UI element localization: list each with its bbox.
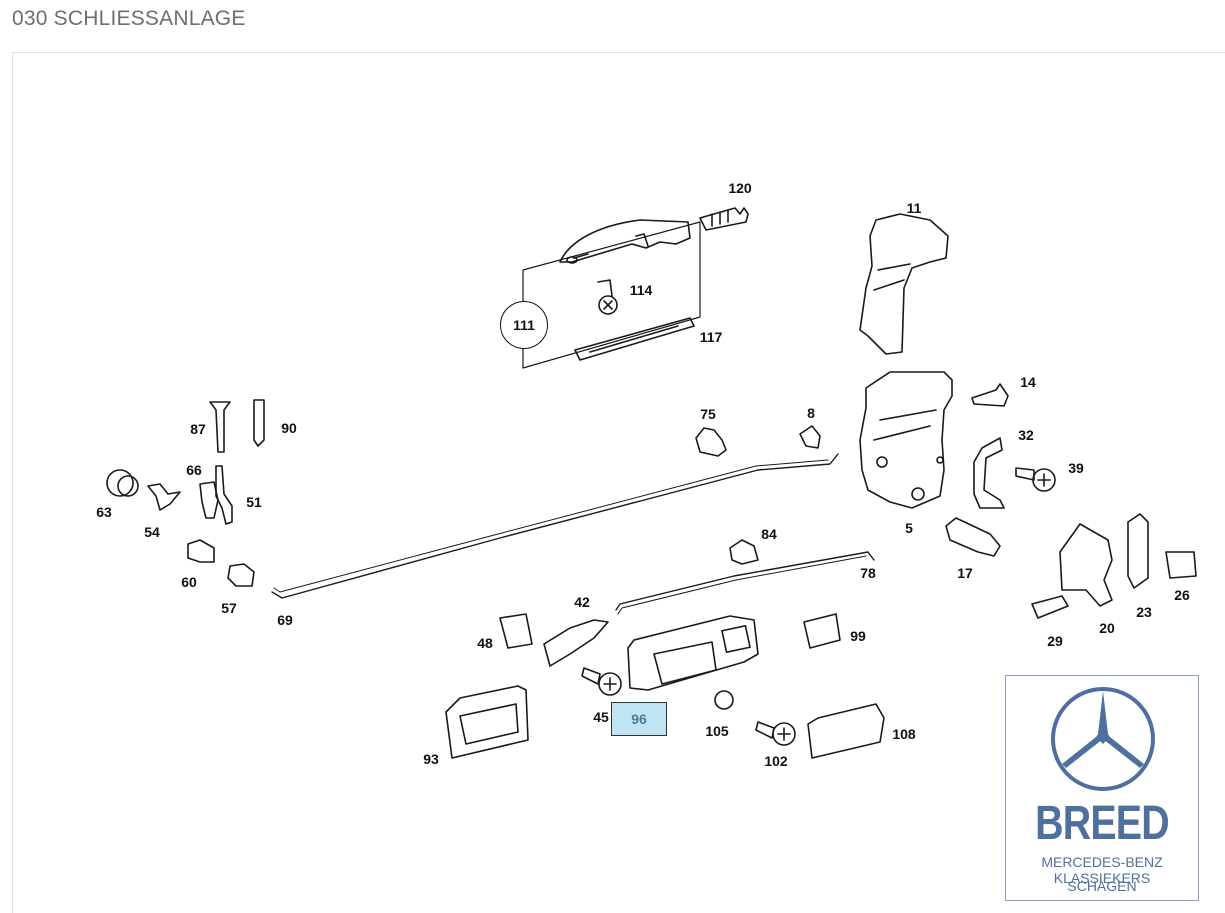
lever-51 (215, 465, 233, 525)
knob-63 (106, 469, 139, 497)
part-label-63[interactable]: 63 (96, 504, 112, 520)
part-label-96-selected[interactable]: 96 (611, 702, 667, 736)
bracket-20 (1059, 523, 1113, 607)
pin-90 (253, 399, 265, 447)
part-57 (227, 563, 255, 587)
diagram-panel (12, 52, 1225, 913)
part-label-93[interactable]: 93 (423, 751, 439, 767)
part-label-29[interactable]: 29 (1047, 633, 1063, 649)
part-label-120[interactable]: 120 (728, 180, 752, 196)
part-label-45[interactable]: 45 (593, 709, 609, 725)
part-label-84[interactable]: 84 (761, 526, 777, 542)
part-label-60[interactable]: 60 (181, 574, 197, 590)
part-42 (543, 619, 609, 667)
part-label-114[interactable]: 114 (629, 282, 653, 298)
part-label-48[interactable]: 48 (477, 635, 493, 651)
part-label-5[interactable]: 5 (905, 520, 913, 536)
part-label-20[interactable]: 20 (1099, 620, 1115, 636)
rod-69 (271, 453, 839, 599)
part-label-17[interactable]: 17 (957, 565, 973, 581)
clip-84 (729, 539, 759, 565)
door-lock (859, 371, 953, 509)
logo-brand: BREED (1035, 797, 1170, 850)
part-label-117[interactable]: 117 (699, 329, 723, 345)
handle-108 (807, 703, 885, 759)
part-label-14[interactable]: 14 (1020, 374, 1036, 390)
plate-23 (1127, 513, 1149, 589)
clip-75 (695, 427, 727, 457)
lever-54 (147, 483, 181, 511)
screw-14 (971, 383, 1009, 407)
part-label-90[interactable]: 90 (281, 420, 297, 436)
part-48 (499, 613, 533, 649)
dealer-logo: BREED MERCEDES-BENZ KLASSIEKERS SCHAGEN (1005, 675, 1199, 901)
part-label-75[interactable]: 75 (700, 406, 716, 422)
part-label-11[interactable]: 11 (906, 200, 922, 216)
lever-66 (199, 481, 219, 519)
part-label-26[interactable]: 26 (1174, 587, 1190, 603)
screw-39 (1015, 467, 1056, 492)
part-label-39[interactable]: 39 (1068, 460, 1084, 476)
callout-111[interactable]: 111 (500, 301, 548, 349)
clip-8 (799, 425, 821, 449)
escutcheon-93 (445, 685, 529, 759)
part-label-8[interactable]: 8 (807, 405, 815, 421)
part-label-108[interactable]: 108 (892, 726, 916, 742)
part-label-23[interactable]: 23 (1136, 604, 1152, 620)
logo-location: SCHAGEN (1067, 878, 1137, 894)
rod-78 (615, 551, 875, 611)
part-17 (945, 517, 1001, 557)
bracket-32 (973, 437, 1005, 509)
part-label-32[interactable]: 32 (1018, 427, 1034, 443)
screw-45 (581, 667, 622, 696)
part-99 (803, 613, 841, 649)
pin-87 (209, 401, 231, 453)
logo-subtitle: MERCEDES-BENZ KLASSIEKERS (1041, 854, 1163, 886)
washer-105 (714, 690, 734, 710)
part-label-57[interactable]: 57 (221, 600, 237, 616)
part-label-66[interactable]: 66 (186, 462, 202, 478)
three-pointed-star-icon (1051, 687, 1155, 791)
screw-29 (1031, 595, 1069, 619)
part-label-42[interactable]: 42 (574, 594, 590, 610)
part-60 (187, 539, 215, 563)
part-label-105[interactable]: 105 (705, 723, 729, 739)
part-label-102[interactable]: 102 (764, 753, 788, 769)
part-label-54[interactable]: 54 (144, 524, 160, 540)
page-title: 030 SCHLIESSANLAGE (12, 7, 246, 30)
part-label-78[interactable]: 78 (860, 565, 876, 581)
inner-handle-housing (627, 615, 759, 691)
plate-26 (1165, 551, 1197, 579)
part-label-99[interactable]: 99 (850, 628, 866, 644)
part-label-51[interactable]: 51 (246, 494, 262, 510)
part-label-69[interactable]: 69 (277, 612, 293, 628)
lock-housing-top (859, 213, 949, 355)
part-label-87[interactable]: 87 (190, 421, 206, 437)
screw-102 (755, 721, 796, 746)
